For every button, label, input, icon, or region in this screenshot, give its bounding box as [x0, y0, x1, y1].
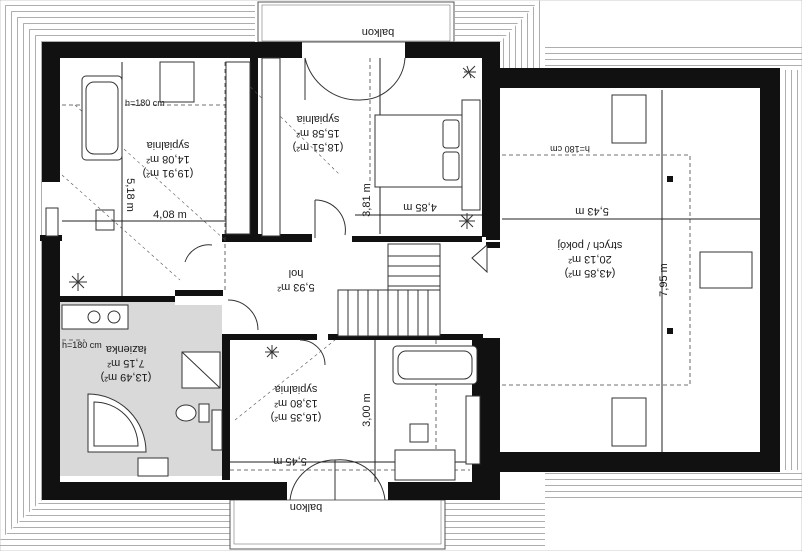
staircase: [337, 243, 441, 337]
room-attic: h=180 cm strych / pokój 20,13 m² (43,85 …: [550, 144, 670, 297]
dim-height: 7,95 m: [658, 263, 670, 297]
balcony-labels: balkon balkon: [290, 26, 394, 513]
room-name: sypialnia: [274, 383, 318, 395]
dim-width: 4,85 m: [403, 201, 437, 213]
toilet-bath: [175, 404, 197, 422]
dim-height: 5,18 m: [124, 178, 136, 212]
height-note-bath: h=180 cm: [62, 340, 102, 350]
bathtub-nw: [81, 75, 123, 161]
bed: [374, 114, 464, 188]
desk-nw: [159, 61, 195, 103]
room-area-full: (43,85 m²): [565, 267, 616, 279]
vent-stars: [69, 65, 476, 359]
room-name: sypialnia: [296, 113, 340, 125]
balcony-top: [257, 1, 455, 43]
skylight-3: [611, 397, 647, 447]
height-note-nw: h=180 cm: [125, 98, 165, 108]
room-name: łazienka: [105, 343, 146, 355]
bathtub-s: [392, 345, 478, 385]
room-name: sypialnia: [146, 139, 190, 151]
height-guides: [61, 58, 691, 480]
skylight-2: [699, 251, 753, 289]
room-area: 20,13 m²: [568, 253, 612, 265]
room-area: 5,93 m²: [277, 281, 315, 293]
dim-width: 5,43 m: [575, 205, 609, 217]
room-area: 7,15 m²: [107, 357, 145, 369]
fixtures: [45, 57, 753, 481]
balcony-bottom-label: balkon: [290, 501, 322, 513]
room-name: strych / pokój: [558, 239, 623, 251]
room-area-full: (19,91 m²): [143, 167, 194, 179]
sink-counter: [61, 304, 129, 330]
dim-width: 4,08 m: [153, 209, 187, 221]
room-area: 13,80 m²: [274, 397, 318, 409]
room-hall: hol 5,93 m²: [277, 267, 315, 293]
room-bed-n: sypialnia 15,58 m² (18,51 m²) 4,85 m 3,8…: [293, 113, 437, 217]
skylight-1: [611, 94, 647, 144]
room-area: 15,58 m²: [296, 127, 340, 139]
corner-bath: [87, 393, 147, 453]
room-area-full: (13,49 m²): [101, 371, 152, 383]
dim-height: 3,81 m: [361, 183, 373, 217]
dim-width: 5,45 m: [273, 455, 307, 467]
balcony-bottom: [229, 499, 446, 550]
balcony-top-label: balkon: [362, 26, 394, 38]
door-swings: [184, 57, 488, 501]
room-area-full: (18,51 m²): [293, 141, 344, 153]
room-bath: h=180 cm łazienka 7,15 m² (13,49 m²): [62, 340, 151, 383]
room-area: 14,08 m²: [146, 153, 190, 165]
room-name: hol: [289, 267, 304, 279]
room-bed-nw: h=180 cm sypialnia 14,08 m² (19,91 m²) 4…: [124, 98, 193, 221]
wardrobe-nw: [225, 61, 251, 235]
chimney-markers: [396, 176, 673, 334]
room-bed-s: sypialnia 13,80 m² (16,35 m²) 5,45 m 3,0…: [271, 383, 373, 467]
room-area-full: (16,35 m²): [271, 411, 322, 423]
dim-height: 3,00 m: [361, 393, 373, 427]
height-note-attic: h=180 cm: [550, 144, 590, 154]
